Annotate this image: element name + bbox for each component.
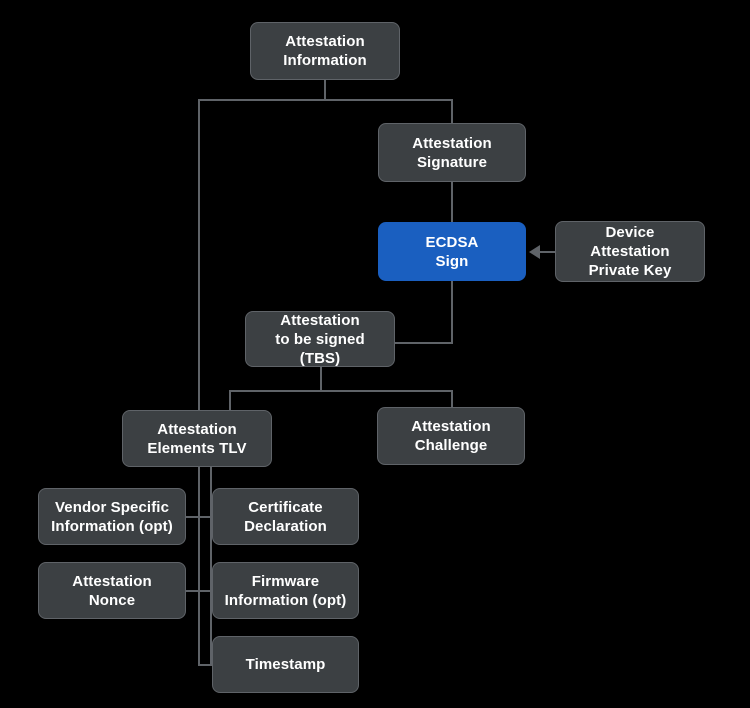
- edge-left-trunk-lower: [198, 411, 200, 666]
- node-attestation-nonce-label: Attestation Nonce: [72, 572, 152, 609]
- edge-tlv-stem: [210, 466, 212, 666]
- edge-tbs-bus: [229, 390, 453, 392]
- node-attestation-challenge[interactable]: Attestation Challenge: [377, 407, 525, 465]
- node-attestation-information[interactable]: Attestation Information: [250, 22, 400, 80]
- edge-to-signature: [451, 99, 453, 123]
- edge-signature-to-ecdsa: [451, 182, 453, 222]
- node-attestation-tbs-label: Attestation to be signed (TBS): [275, 311, 365, 367]
- node-timestamp[interactable]: Timestamp: [212, 636, 359, 693]
- node-firmware-information[interactable]: Firmware Information (opt): [212, 562, 359, 619]
- edge-tbs-stem: [320, 367, 322, 392]
- node-ecdsa-sign[interactable]: ECDSA Sign: [378, 222, 526, 281]
- node-firmware-information-label: Firmware Information (opt): [224, 572, 347, 609]
- edge-tbs-to-tlv: [229, 390, 231, 411]
- node-attestation-challenge-label: Attestation Challenge: [411, 418, 491, 454]
- arrowhead-key-to-ecdsa: [529, 245, 540, 259]
- node-attestation-information-label: Attestation Information: [283, 33, 367, 69]
- edge-information-bus: [198, 99, 453, 101]
- edge-left-trunk: [198, 99, 200, 411]
- node-certificate-declaration-label: Certificate Declaration: [244, 498, 327, 535]
- node-attestation-signature[interactable]: Attestation Signature: [378, 123, 526, 182]
- edge-ecdsa-to-tbs: [395, 342, 453, 344]
- edge-information-stem: [324, 80, 326, 101]
- node-timestamp-label: Timestamp: [245, 656, 326, 673]
- node-ecdsa-sign-label: ECDSA Sign: [425, 233, 479, 270]
- node-certificate-declaration[interactable]: Certificate Declaration: [212, 488, 359, 545]
- node-attestation-elements-tlv-label: Attestation Elements TLV: [147, 420, 247, 457]
- node-vendor-specific-information-label: Vendor Specific Information (opt): [51, 498, 173, 535]
- node-device-attestation-private-key-label: Device Attestation Private Key: [588, 224, 672, 279]
- edge-ecdsa-down: [451, 281, 453, 343]
- edge-key-to-ecdsa: [540, 251, 565, 253]
- edge-tlv-row3-right: [198, 664, 224, 666]
- edge-tbs-to-challenge: [451, 390, 453, 408]
- node-attestation-elements-tlv[interactable]: Attestation Elements TLV: [122, 410, 272, 467]
- node-device-attestation-private-key[interactable]: Device Attestation Private Key: [555, 221, 705, 282]
- node-attestation-nonce[interactable]: Attestation Nonce: [38, 562, 186, 619]
- node-vendor-specific-information[interactable]: Vendor Specific Information (opt): [38, 488, 186, 545]
- node-attestation-signature-label: Attestation Signature: [412, 134, 492, 171]
- node-attestation-tbs[interactable]: Attestation to be signed (TBS): [245, 311, 395, 367]
